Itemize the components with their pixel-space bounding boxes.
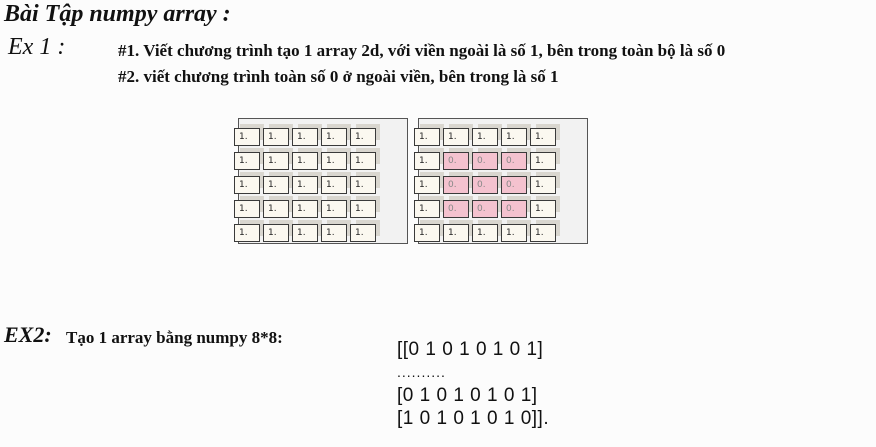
one-cell: 1.: [263, 200, 289, 218]
zero-cell: 0.: [501, 176, 527, 194]
one-cell: 1.: [443, 224, 469, 242]
one-cell: 1.: [414, 200, 440, 218]
output-ellipsis: ..........: [397, 364, 446, 380]
one-cell: 1.: [234, 176, 260, 194]
one-cell: 1.: [234, 200, 260, 218]
zero-cell: 0.: [472, 176, 498, 194]
ex2-label: EX2:: [4, 322, 52, 347]
one-cell: 1.: [292, 176, 318, 194]
one-cell: 1.: [234, 224, 260, 242]
one-cell: 1.: [321, 128, 347, 146]
one-cell: 1.: [292, 224, 318, 242]
one-cell: 1.: [501, 128, 527, 146]
one-cell: 1.: [263, 176, 289, 194]
one-cell: 1.: [530, 200, 556, 218]
one-cell: 1.: [263, 128, 289, 146]
one-cell: 1.: [414, 152, 440, 170]
all-ones-array-figure: 1.1.1.1.1.1.1.1.1.1.1.1.1.1.1.1.1.1.1.1.…: [232, 118, 408, 250]
one-cell: 1.: [443, 128, 469, 146]
one-cell: 1.: [234, 128, 260, 146]
one-cell: 1.: [350, 152, 376, 170]
zero-cell: 0.: [501, 152, 527, 170]
ex1-label: Ex 1 :: [8, 34, 66, 60]
border-ones-array-figure: 1.1.1.1.1.1.0.0.0.1.1.0.0.0.1.1.0.0.0.1.…: [412, 118, 588, 250]
one-cell: 1.: [234, 152, 260, 170]
one-cell: 1.: [321, 176, 347, 194]
page-title: Bài Tập numpy array :: [4, 1, 231, 27]
one-cell: 1.: [501, 224, 527, 242]
one-cell: 1.: [292, 152, 318, 170]
one-cell: 1.: [350, 224, 376, 242]
zero-cell: 0.: [472, 200, 498, 218]
one-cell: 1.: [414, 128, 440, 146]
one-cell: 1.: [292, 200, 318, 218]
ex1-task-2: #2. viết chương trình toàn số 0 ở ngoài …: [118, 67, 559, 86]
ex1-task-1: #1. Viết chương trình tạo 1 array 2d, vớ…: [118, 41, 726, 60]
zero-cell: 0.: [472, 152, 498, 170]
output-line-1: [[0 1 0 1 0 1 0 1]: [397, 339, 544, 360]
zero-cell: 0.: [443, 200, 469, 218]
ex2-task: Tạo 1 array bằng numpy 8*8:: [66, 328, 283, 347]
one-cell: 1.: [292, 128, 318, 146]
one-cell: 1.: [263, 224, 289, 242]
output-line-3: [0 1 0 1 0 1 0 1]: [397, 385, 538, 406]
one-cell: 1.: [530, 224, 556, 242]
one-cell: 1.: [263, 152, 289, 170]
output-line-4: [1 0 1 0 1 0 1 0]].: [397, 408, 550, 429]
one-cell: 1.: [321, 224, 347, 242]
one-cell: 1.: [321, 152, 347, 170]
one-cell: 1.: [321, 200, 347, 218]
one-cell: 1.: [530, 152, 556, 170]
one-cell: 1.: [472, 128, 498, 146]
one-cell: 1.: [472, 224, 498, 242]
one-cell: 1.: [350, 176, 376, 194]
one-cell: 1.: [530, 176, 556, 194]
one-cell: 1.: [530, 128, 556, 146]
one-cell: 1.: [414, 176, 440, 194]
zero-cell: 0.: [443, 176, 469, 194]
one-cell: 1.: [414, 224, 440, 242]
zero-cell: 0.: [501, 200, 527, 218]
one-cell: 1.: [350, 128, 376, 146]
zero-cell: 0.: [443, 152, 469, 170]
one-cell: 1.: [350, 200, 376, 218]
